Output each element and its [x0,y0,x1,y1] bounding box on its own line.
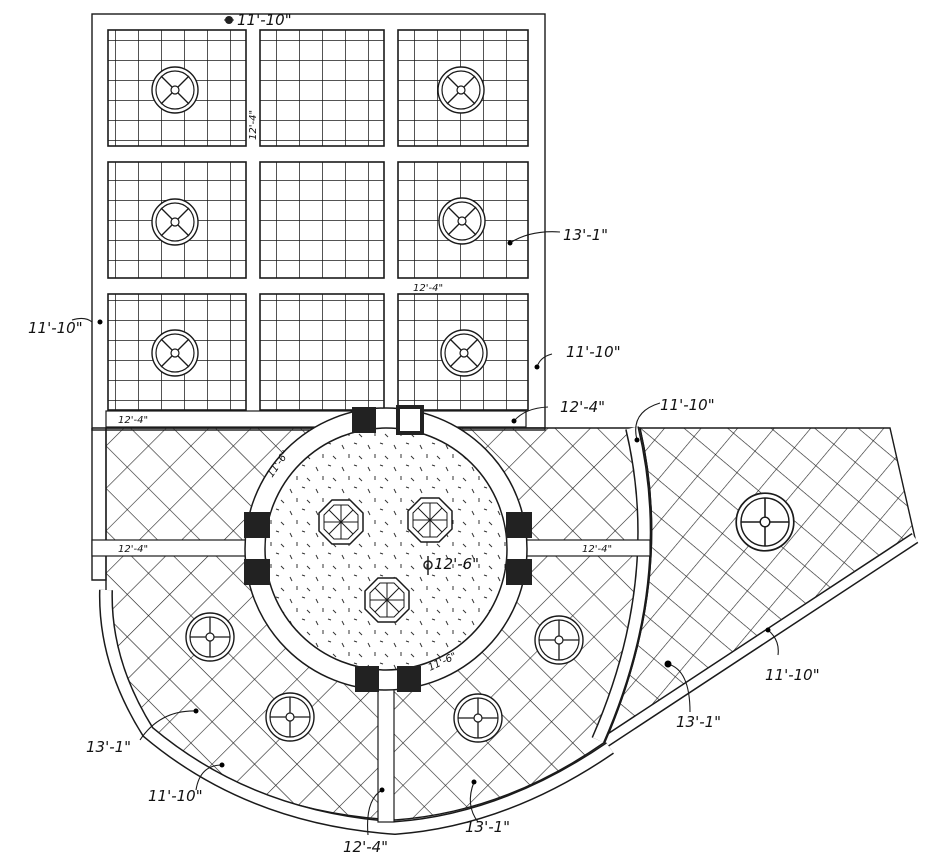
planter-icon [735,492,795,552]
pillar-icon [397,666,421,692]
pillar-icon [396,405,424,435]
central-plaza [244,407,528,691]
dimension-label: 13'-1" [86,738,131,756]
dimension-label: 11'-10" [566,343,621,361]
pillar-icon [352,407,376,433]
grid-bed [259,161,385,279]
umbrella-icon [318,499,364,545]
dimension-label: 11'-10" [765,666,820,684]
leader-lines [71,231,779,836]
dimension-label: 12'-4" [118,544,148,555]
pillar-icon [355,666,379,692]
planter-icon [151,66,199,114]
grid-beds [107,29,529,411]
dimension-label: 11'-10" [28,319,83,337]
grid-bed [107,293,247,411]
dimension-label: 13'-1" [563,226,608,244]
dimension-label: 12'-4" [248,110,259,140]
right-wing-paving [603,427,916,744]
pillar-icon [506,512,532,538]
dimension-label: 12'-4" [118,415,148,426]
pillar-icon [244,559,270,585]
dimension-label: 13'-1" [465,818,510,836]
dimension-label: 11'-10" [237,11,292,29]
planter-icon [265,692,315,742]
walkway-left [91,539,253,557]
walkway-bottom [377,679,395,823]
planter-icon [151,329,199,377]
pillar-icon [506,559,532,585]
left-wall [91,428,107,581]
planter-icon [438,197,486,245]
planter-icon [185,612,235,662]
grid-bed [259,293,385,411]
dimension-label: 11'-10" [148,787,203,805]
umbrella-icon [364,577,410,623]
pillars [244,405,532,692]
center-mark-icon [423,556,433,575]
planter-icon [437,66,485,114]
center-mark-icon [224,16,234,24]
umbrella-icon [407,497,453,543]
planter-icon [534,615,584,665]
dimension-label: 12'-4" [413,283,443,294]
dimension-label: 12'-4" [582,544,612,555]
dimension-label: 12'-4" [560,398,605,416]
upper-garden [91,13,546,431]
planter-icon [440,329,488,377]
dimension-label: 12'-4" [343,838,388,856]
dimension-label: 13'-1" [676,713,721,731]
dimension-label: 12'-6" [434,555,479,573]
walkway-top [105,410,527,428]
dimension-label: 11'-10" [660,396,715,414]
planter-icon [453,693,503,743]
grid-bed [259,29,385,147]
planter-icon [151,198,199,246]
pillar-icon [244,512,270,538]
